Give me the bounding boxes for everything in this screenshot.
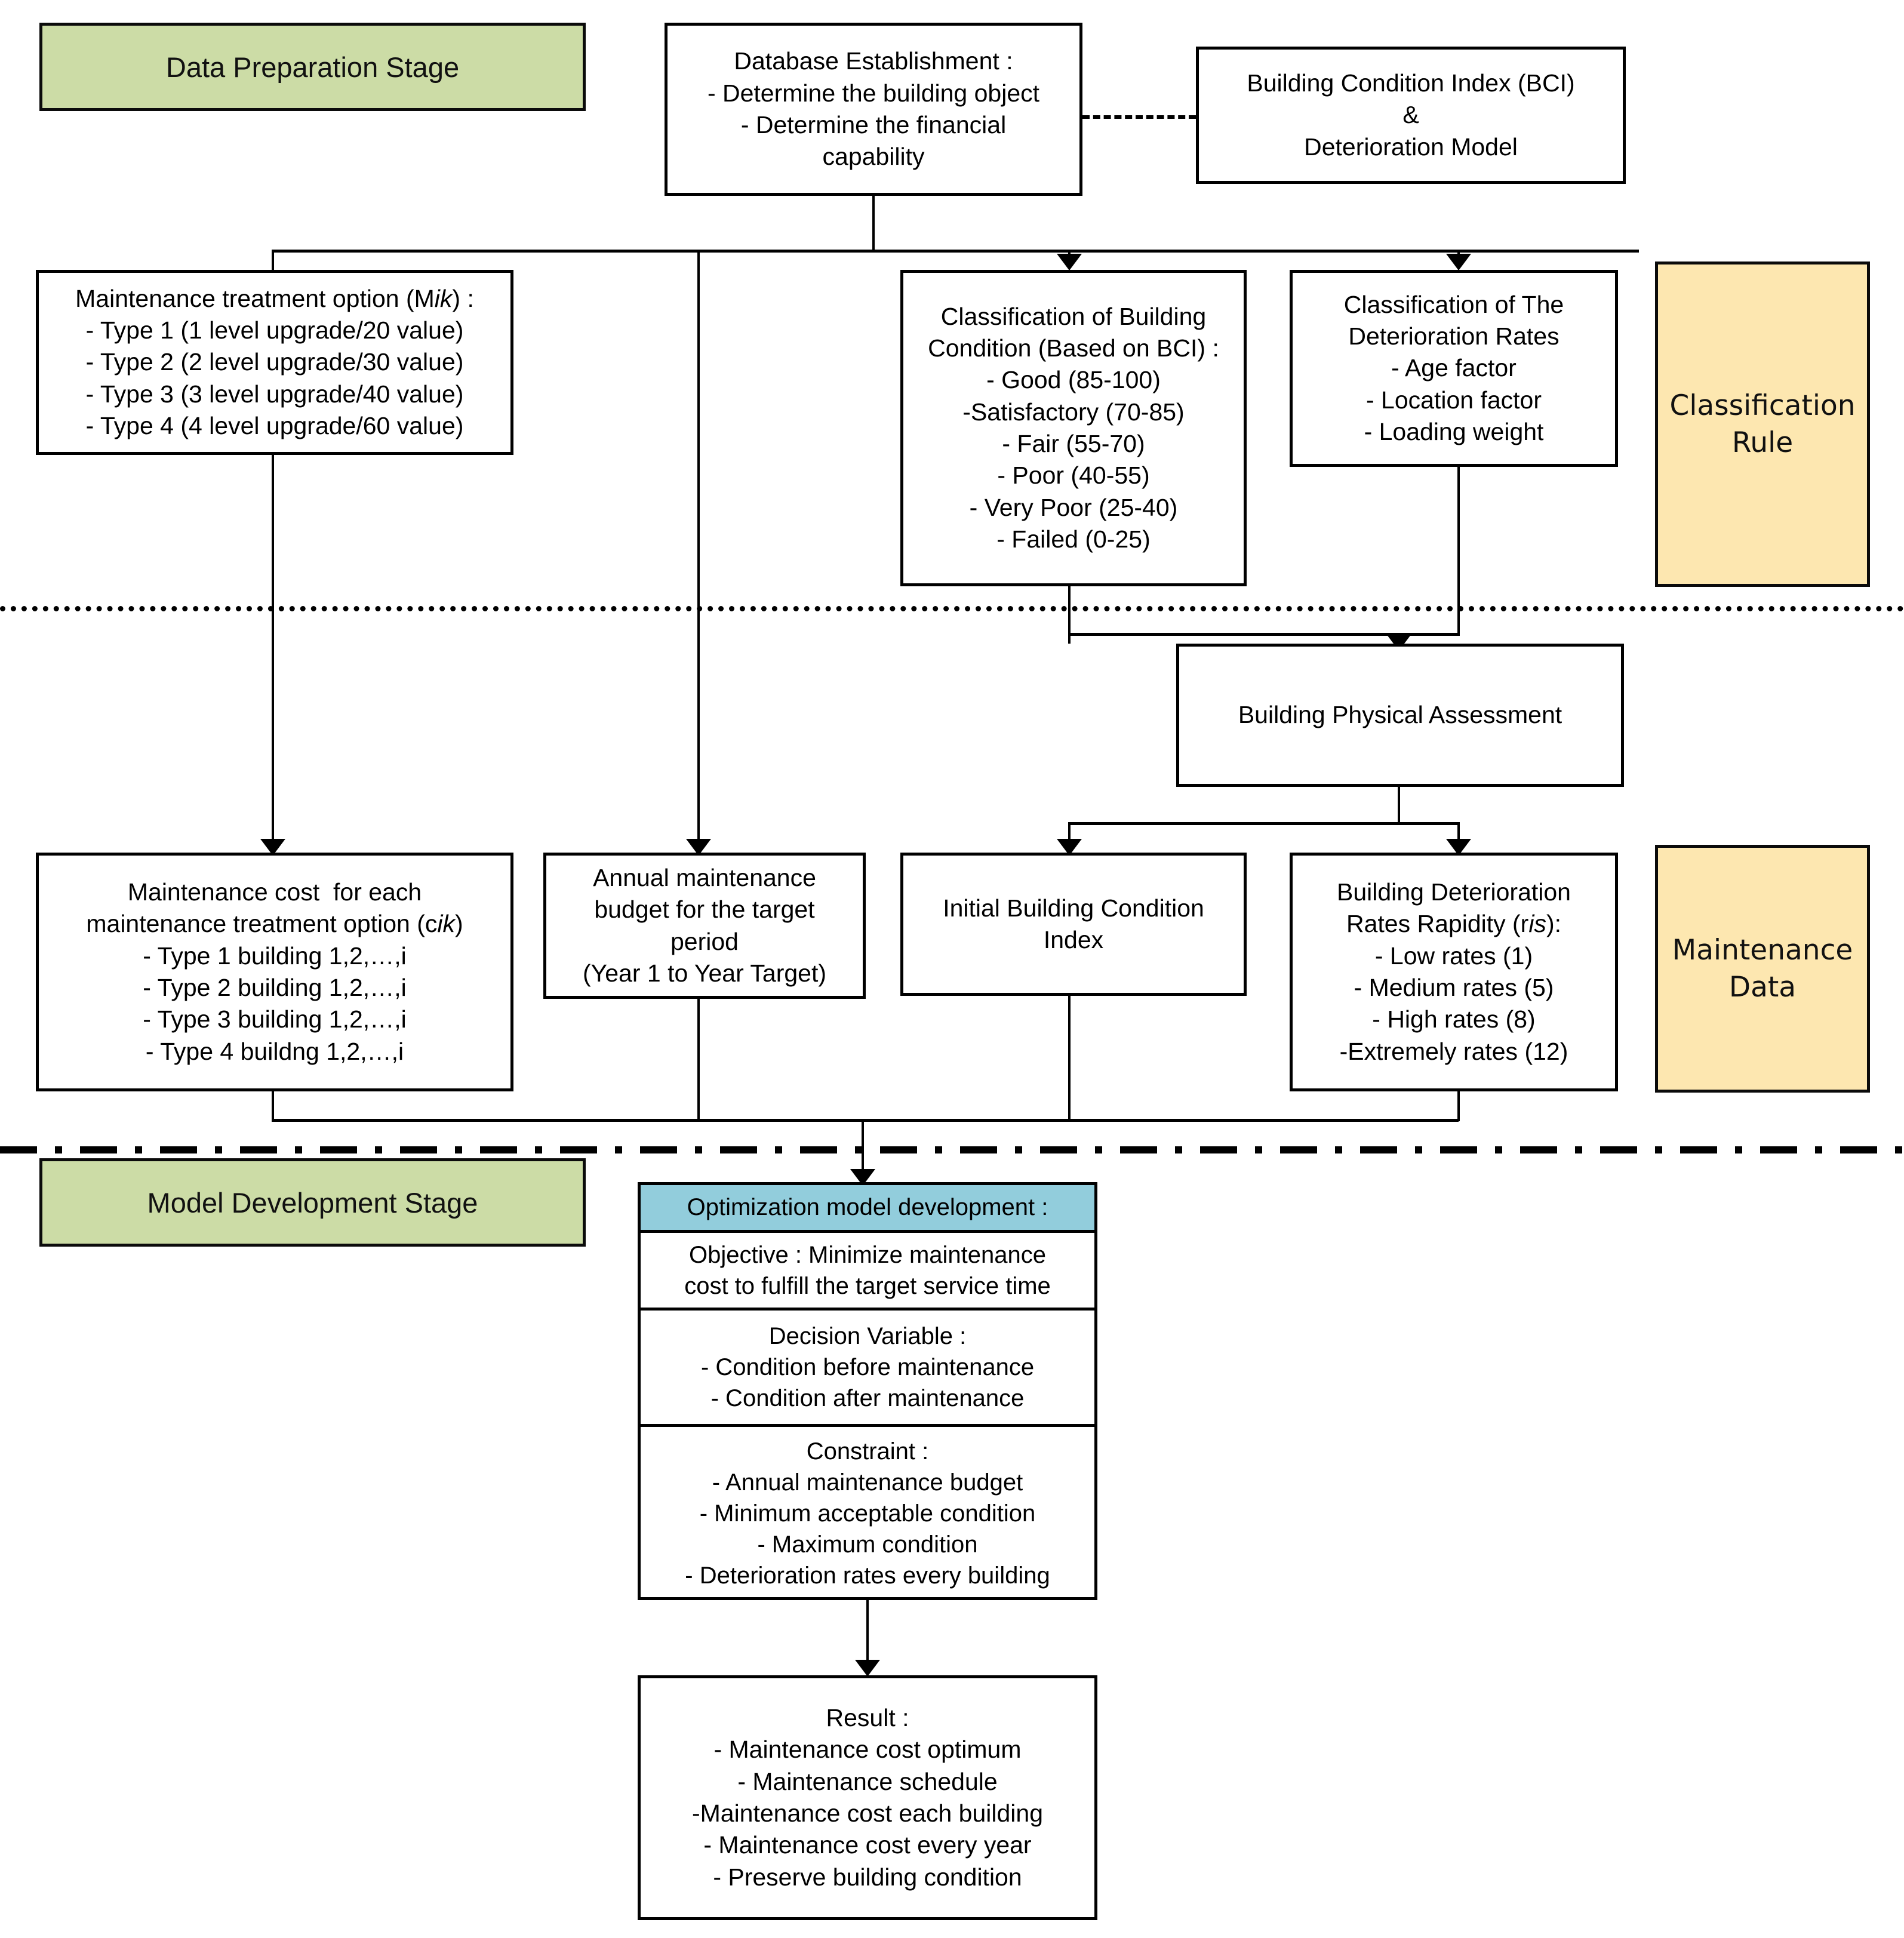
optimization-model-constraint-text: Constraint : - Annual maintenance budget… xyxy=(685,1438,1050,1589)
stage-label-data-preparation: Data Preparation Stage xyxy=(39,23,586,111)
connector-rapidity-down xyxy=(1457,1091,1460,1121)
connector-assessment-split xyxy=(1068,822,1459,825)
node-database-establishment-text: Database Establishment : - Determine the… xyxy=(707,47,1040,171)
node-database-establishment: Database Establishment : - Determine the… xyxy=(665,23,1082,196)
optimization-model-header-text: Optimization model development : xyxy=(687,1194,1048,1220)
connector-option-to-cost xyxy=(272,455,274,849)
stage-label-model-development: Model Development Stage xyxy=(39,1158,586,1247)
node-building-physical-assessment-text: Building Physical Assessment xyxy=(1238,701,1562,729)
optimization-model-objective-text: Objective : Minimize maintenance cost to… xyxy=(684,1241,1051,1299)
connector-assessment-join xyxy=(1068,633,1460,636)
connector-classrates-down xyxy=(1457,467,1460,634)
connector-trunk-vertical xyxy=(872,196,875,251)
arrowhead-result xyxy=(855,1660,880,1676)
node-deterioration-rates-rapidity-text: Building Deterioration Rates Rapidity (r… xyxy=(1336,878,1571,1065)
optimization-model-header: Optimization model development : xyxy=(641,1185,1094,1233)
node-maintenance-treatment-option-text: Maintenance treatment option (Mik) : - T… xyxy=(75,284,474,439)
separator-dashdot-lower xyxy=(0,1146,1904,1153)
connector-database-to-bci xyxy=(1082,115,1196,119)
node-classification-deterioration-rates: Classification of The Deterioration Rate… xyxy=(1290,270,1618,467)
category-label-maintenance-data: Maintenance Data xyxy=(1655,845,1870,1093)
optimization-model-constraint: Constraint : - Annual maintenance budget… xyxy=(641,1427,1094,1600)
connector-assessment-out xyxy=(1398,787,1400,824)
connector-to-annual-budget xyxy=(697,250,700,848)
separator-dotted-upper xyxy=(0,606,1904,611)
optimization-model-decision-variable-text: Decision Variable : - Condition before m… xyxy=(700,1323,1035,1411)
node-building-physical-assessment: Building Physical Assessment xyxy=(1176,644,1624,787)
category-label-classification-rule-text: Classification Rule xyxy=(1669,389,1856,459)
stage-label-data-preparation-text: Data Preparation Stage xyxy=(165,51,460,83)
node-bci-deterioration-model: Building Condition Index (BCI) & Deterio… xyxy=(1196,47,1626,184)
connector-optimization-to-result xyxy=(866,1600,869,1672)
node-bci-deterioration-model-text: Building Condition Index (BCI) & Deterio… xyxy=(1247,69,1575,161)
node-annual-budget-text: Annual maintenance budget for the target… xyxy=(582,863,827,987)
node-annual-budget: Annual maintenance budget for the target… xyxy=(543,853,866,999)
node-initial-bci-text: Initial Building Condition Index xyxy=(943,894,1204,953)
connector-converge-horizontal xyxy=(272,1119,1459,1122)
node-maintenance-treatment-option: Maintenance treatment option (Mik) : - T… xyxy=(36,270,513,455)
node-result-text: Result : - Maintenance cost optimum - Ma… xyxy=(691,1704,1044,1891)
node-classification-deterioration-rates-text: Classification of The Deterioration Rate… xyxy=(1343,290,1564,445)
category-label-maintenance-data-text: Maintenance Data xyxy=(1672,934,1853,1004)
node-initial-bci: Initial Building Condition Index xyxy=(900,853,1247,996)
category-label-classification-rule: Classification Rule xyxy=(1655,262,1870,587)
node-classification-building-condition: Classification of Building Condition (Ba… xyxy=(900,270,1247,586)
connector-budget-down xyxy=(697,999,700,1121)
connector-cost-down xyxy=(272,1091,274,1121)
node-maintenance-cost: Maintenance cost for each maintenance tr… xyxy=(36,853,513,1091)
connector-classcond-down xyxy=(1068,586,1071,644)
node-classification-building-condition-text: Classification of Building Condition (Ba… xyxy=(928,302,1219,553)
node-maintenance-cost-text: Maintenance cost for each maintenance tr… xyxy=(86,878,463,1065)
node-deterioration-rates-rapidity: Building Deterioration Rates Rapidity (r… xyxy=(1290,853,1618,1091)
stage-label-model-development-text: Model Development Stage xyxy=(147,1186,478,1219)
arrowhead-classification-condition xyxy=(1057,254,1082,270)
optimization-model-decision-variable: Decision Variable : - Condition before m… xyxy=(641,1311,1094,1427)
connector-to-maintenance-option xyxy=(272,250,274,270)
connector-to-initial-bci xyxy=(1068,822,1071,852)
connector-trunk-horizontal xyxy=(272,250,1639,253)
node-result: Result : - Maintenance cost optimum - Ma… xyxy=(638,1675,1097,1920)
optimization-model-objective: Objective : Minimize maintenance cost to… xyxy=(641,1233,1094,1311)
arrowhead-classification-rates xyxy=(1446,254,1471,270)
connector-initialbci-down xyxy=(1068,996,1071,1121)
connector-to-deterioration-rapidity xyxy=(1457,822,1460,852)
node-optimization-model: Optimization model development : Objecti… xyxy=(638,1182,1097,1600)
